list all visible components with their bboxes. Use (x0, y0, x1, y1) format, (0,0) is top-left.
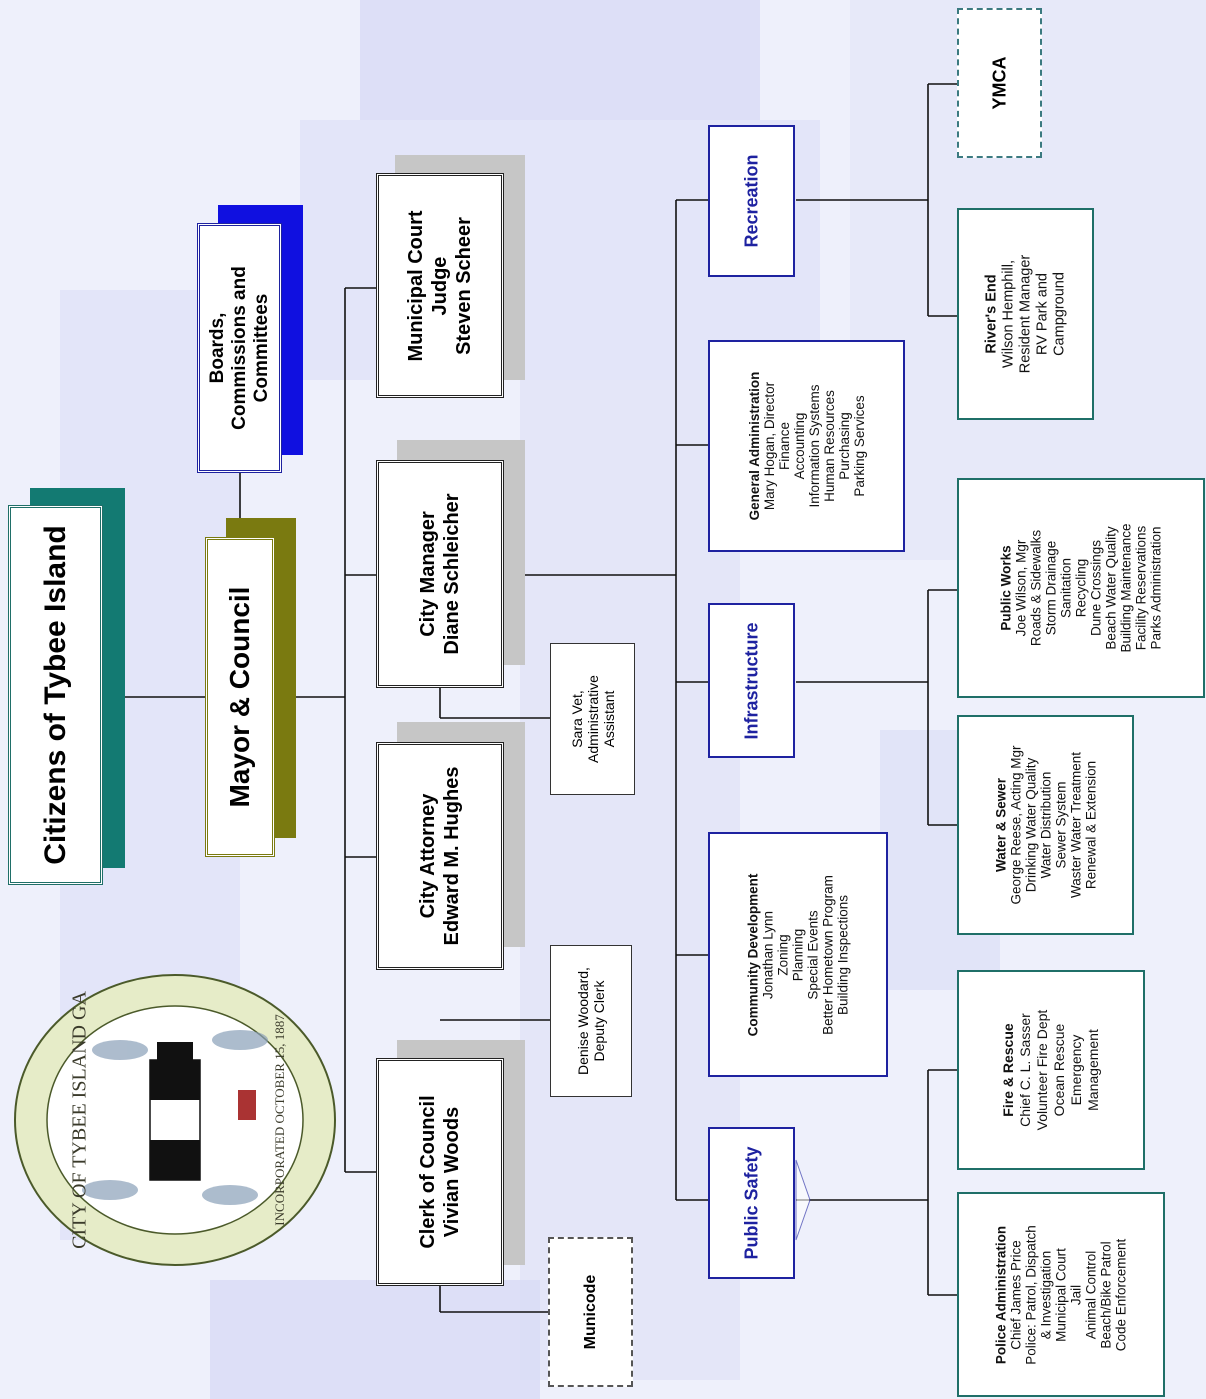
city-seal (14, 974, 336, 1266)
clerk-of-council-box: Clerk of Council Vivian Woods (376, 1058, 504, 1286)
water-sewer-box: Water & Sewer George Reese, Acting Mgr D… (957, 715, 1134, 935)
infrastructure-label: Infrastructure (741, 621, 761, 740)
municode-label: Municode (581, 1274, 599, 1350)
ymca-box: YMCA (957, 8, 1042, 158)
seal-top-text: CITY OF TYBEE ISLAND GA (68, 991, 91, 1249)
city-manager-box: City Manager Diane Schleicher (376, 460, 504, 688)
municode-box: Municode (548, 1237, 633, 1387)
municipal-court-box: Municipal Court Judge Steven Scheer (376, 173, 504, 398)
boards-box: Boards, Commissions and Committees (197, 223, 282, 473)
citizens-label: Citizens of Tybee Island (38, 525, 72, 865)
community-development-box: Community Development Jonathan Lynn Zoni… (708, 832, 888, 1077)
recreation-label: Recreation (741, 154, 761, 248)
mayor-council-label: Mayor & Council (224, 586, 255, 808)
city-attorney-box: City Attorney Edward M. Hughes (376, 742, 504, 970)
mayor-council-box: Mayor & Council (205, 537, 275, 857)
seal-bottom-text: INCORPORATED OCTOBER 15, 1887 (272, 1014, 287, 1226)
public-works-box: Public Works Joe Wilson, Mgr Roads & Sid… (957, 478, 1205, 698)
public-safety-box: Public Safety (708, 1127, 795, 1279)
ymca-label: YMCA (989, 56, 1009, 110)
recreation-box: Recreation (708, 125, 795, 277)
public-safety-label: Public Safety (741, 1146, 761, 1260)
citizens-box: Citizens of Tybee Island (8, 505, 103, 885)
admin-assistant-box: Sara Vet, Administrative Assistant (550, 643, 635, 795)
infrastructure-box: Infrastructure (708, 603, 795, 758)
deputy-clerk-box: Denise Woodard, Deputy Clerk (550, 945, 632, 1097)
general-administration-box: General Administration Mary Hogan, Direc… (708, 340, 905, 552)
police-administration-box: Police Administration Chief James Price … (957, 1192, 1165, 1397)
fire-rescue-box: Fire & Rescue Chief C. L. Sasser Volunte… (957, 970, 1145, 1170)
rivers-end-box: River's End Wilson Hemphill, Resident Ma… (957, 208, 1094, 420)
